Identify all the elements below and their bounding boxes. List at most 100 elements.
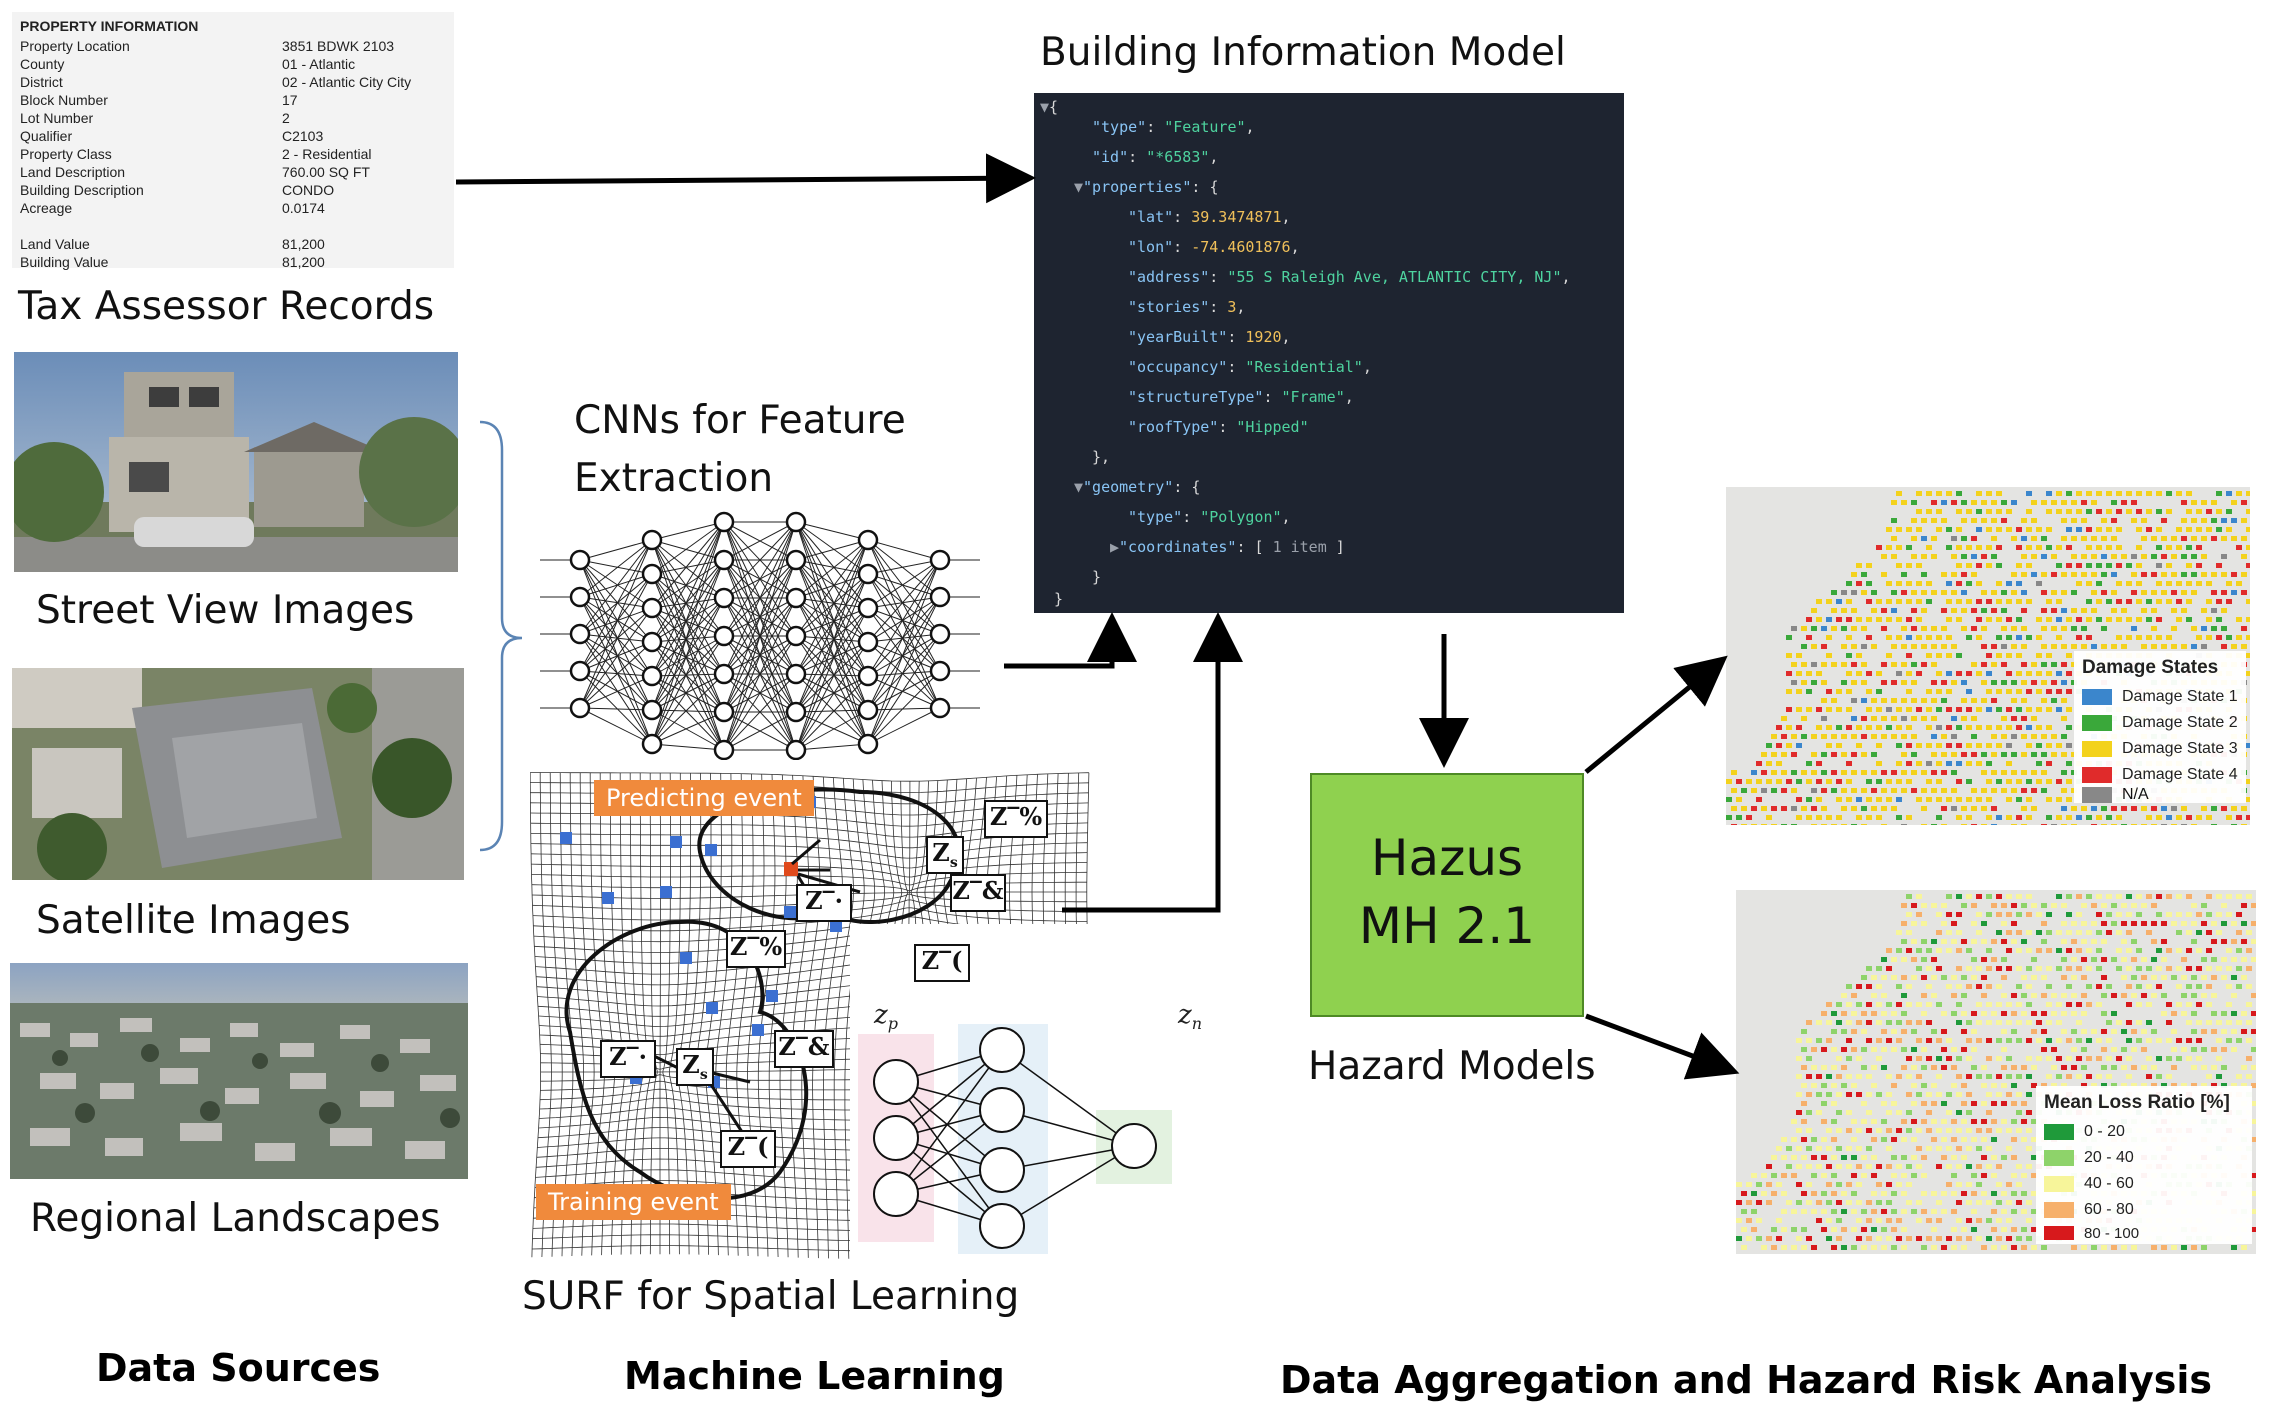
building-dot bbox=[2216, 1038, 2222, 1043]
collapse-triangle-icon[interactable]: ▼ bbox=[1074, 478, 1084, 496]
building-dot bbox=[1926, 509, 1932, 514]
building-dot bbox=[1976, 930, 1982, 935]
bim-caption: Building Information Model bbox=[1040, 30, 1566, 75]
sample-point bbox=[560, 832, 572, 844]
sample-point bbox=[766, 990, 778, 1002]
building-dot bbox=[2096, 1038, 2102, 1043]
building-dot bbox=[1961, 518, 1967, 523]
building-dot bbox=[2081, 500, 2087, 505]
building-dot bbox=[2246, 797, 2250, 802]
building-dot bbox=[1751, 1191, 1757, 1196]
building-dot bbox=[2156, 527, 2162, 532]
building-dot bbox=[1921, 590, 1927, 595]
building-dot bbox=[1806, 1056, 1812, 1061]
building-dot bbox=[1786, 707, 1792, 712]
building-dot bbox=[1861, 716, 1867, 721]
cnn-edge bbox=[795, 673, 869, 711]
building-dot bbox=[1961, 626, 1967, 631]
building-dot bbox=[2091, 1245, 2097, 1250]
building-dot bbox=[1966, 1110, 1972, 1115]
building-dot bbox=[1911, 662, 1917, 667]
building-dot bbox=[1901, 1047, 1907, 1052]
building-dot bbox=[1896, 1182, 1902, 1187]
building-dot bbox=[2161, 572, 2167, 577]
building-dot bbox=[1811, 680, 1817, 685]
building-dot bbox=[2136, 1038, 2142, 1043]
building-dot bbox=[1841, 806, 1847, 811]
building-dot bbox=[1771, 806, 1777, 811]
building-dot bbox=[1936, 707, 1942, 712]
building-dot bbox=[1756, 761, 1762, 766]
building-dot bbox=[1866, 984, 1872, 989]
arrow-tax-to-bim bbox=[455, 153, 1036, 204]
building-dot bbox=[1966, 894, 1972, 899]
cnn-edge bbox=[867, 670, 941, 677]
building-dot bbox=[1896, 599, 1902, 604]
building-dot bbox=[1776, 725, 1782, 730]
property-value: 17 bbox=[282, 92, 298, 108]
building-dot bbox=[2246, 779, 2250, 784]
building-dot bbox=[2151, 536, 2157, 541]
building-dot bbox=[1961, 572, 1967, 577]
building-dot bbox=[1971, 518, 1977, 523]
building-dot bbox=[1781, 752, 1787, 757]
building-dot bbox=[1856, 563, 1862, 568]
building-dot bbox=[1876, 1218, 1882, 1223]
zn-subscript: n bbox=[1191, 1014, 1203, 1034]
building-dot bbox=[1846, 1128, 1852, 1133]
building-dot bbox=[1856, 815, 1862, 820]
building-dot bbox=[1786, 1200, 1792, 1205]
net-node bbox=[979, 1087, 1025, 1133]
building-dot bbox=[2011, 680, 2017, 685]
building-dot bbox=[1746, 1200, 1752, 1205]
building-dot bbox=[1976, 1164, 1982, 1169]
building-dot bbox=[1796, 1074, 1802, 1079]
cnn-node bbox=[857, 665, 879, 687]
building-dot bbox=[2136, 948, 2142, 953]
building-dot bbox=[2021, 554, 2027, 559]
cnn-node bbox=[929, 586, 951, 608]
building-dot bbox=[2106, 527, 2112, 532]
cnn-node bbox=[785, 549, 807, 571]
building-dot bbox=[1961, 536, 1967, 541]
building-dot bbox=[2051, 554, 2057, 559]
json-collapsed-count[interactable]: 1 item bbox=[1272, 538, 1327, 556]
building-dot bbox=[2246, 743, 2250, 748]
collapse-triangle-icon[interactable]: ▼ bbox=[1040, 98, 1050, 116]
building-dot bbox=[1821, 1119, 1827, 1124]
cnn-edge bbox=[651, 711, 725, 745]
building-dot bbox=[1996, 527, 2002, 532]
building-dot bbox=[1951, 1083, 1957, 1088]
expand-triangle-icon[interactable]: ▶ bbox=[1110, 538, 1120, 556]
building-dot bbox=[1911, 1029, 1917, 1034]
building-dot bbox=[2111, 921, 2117, 926]
building-dot bbox=[2206, 509, 2212, 514]
building-dot bbox=[1936, 1146, 1942, 1151]
building-dot bbox=[1991, 1011, 1997, 1016]
building-dot bbox=[1941, 626, 1947, 631]
building-dot bbox=[1911, 680, 1917, 685]
building-dot bbox=[1811, 734, 1817, 739]
building-dot bbox=[1881, 1119, 1887, 1124]
building-dot bbox=[1826, 779, 1832, 784]
building-dot bbox=[2061, 626, 2067, 631]
building-dot bbox=[2231, 1083, 2237, 1088]
building-dot bbox=[1906, 635, 1912, 640]
building-dot bbox=[2066, 527, 2072, 532]
cnn-edge bbox=[867, 559, 941, 643]
building-dot bbox=[1951, 770, 1957, 775]
building-dot bbox=[2111, 1029, 2117, 1034]
json-value: -74.4601876 bbox=[1191, 238, 1291, 256]
building-dot bbox=[2076, 563, 2082, 568]
collapse-triangle-icon[interactable]: ▼ bbox=[1074, 178, 1084, 196]
building-dot bbox=[2191, 903, 2197, 908]
building-dot bbox=[1926, 948, 1932, 953]
cnn-node bbox=[569, 549, 591, 571]
building-dot bbox=[2121, 554, 2127, 559]
building-dot bbox=[2211, 824, 2217, 825]
building-dot bbox=[2101, 1083, 2107, 1088]
building-dot bbox=[1906, 527, 1912, 532]
building-dot bbox=[2221, 806, 2227, 811]
building-dot bbox=[1861, 752, 1867, 757]
